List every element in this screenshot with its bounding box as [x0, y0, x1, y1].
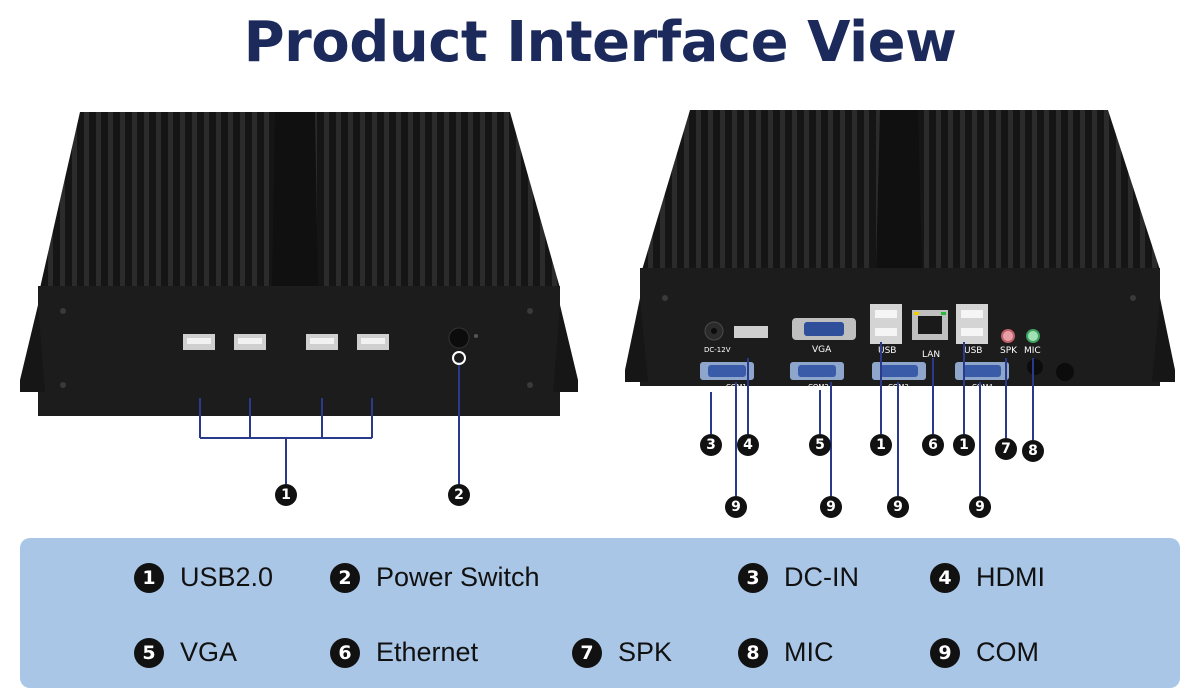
port-legend: 1 USB2.0 2 Power Switch 3 DC-IN 4 HDMI 5… [20, 538, 1180, 688]
rear-view-photo: DC-12V VGA USB LAN USB SPK MIC COM1 COM2… [600, 100, 1200, 520]
legend-number: 6 [330, 637, 360, 668]
rear-marker-dc-in: 3 [700, 434, 722, 456]
label-lan: LAN [922, 350, 940, 360]
legend-item-mic: 8 MIC [738, 637, 834, 668]
label-com2: COM2 [808, 383, 829, 391]
mic-jack [1026, 329, 1040, 343]
rear-marker-com: 9 [887, 496, 909, 518]
legend-item-spk: 7 SPK [572, 637, 672, 668]
legend-item-vga: 5 VGA [134, 637, 237, 668]
com-port [872, 362, 926, 380]
legend-label: VGA [180, 637, 238, 667]
legend-number: 5 [134, 637, 164, 668]
front-usb-port [357, 334, 389, 350]
legend-number: 1 [134, 562, 164, 593]
rear-marker-com: 9 [725, 496, 747, 518]
label-com4: COM4 [972, 383, 993, 391]
legend-number: 9 [930, 637, 960, 668]
rear-marker-hdmi: 4 [737, 434, 759, 456]
label-mic: MIC [1024, 346, 1041, 356]
rear-marker-com: 9 [820, 496, 842, 518]
front-marker-usb: 1 [275, 484, 297, 506]
label-usb-b: USB [964, 346, 982, 356]
front-usb-port [234, 334, 266, 350]
legend-item-power-switch: 2 Power Switch [330, 562, 540, 593]
spk-jack [1001, 329, 1015, 343]
front-marker-power: 2 [448, 484, 470, 506]
com-port [955, 362, 1009, 380]
label-spk: SPK [1000, 346, 1018, 356]
legend-number: 3 [738, 562, 768, 593]
legend-label: SPK [618, 637, 673, 667]
hdmi-port [734, 326, 768, 338]
legend-number: 4 [930, 562, 960, 593]
label-vga: VGA [812, 345, 832, 355]
front-usb-port [183, 334, 215, 350]
legend-item-usb: 1 USB2.0 [134, 562, 273, 593]
legend-number: 7 [572, 637, 602, 668]
rear-marker-ethernet: 6 [922, 434, 944, 456]
com-port [700, 362, 754, 380]
rear-marker-com: 9 [969, 496, 991, 518]
legend-number: 8 [738, 637, 768, 668]
legend-label: MIC [784, 637, 834, 667]
legend-number: 2 [330, 562, 360, 593]
legend-label: HDMI [976, 562, 1045, 592]
legend-label: DC-IN [784, 562, 859, 592]
rear-marker-usb-a: 1 [870, 434, 892, 456]
label-usb-a: USB [878, 346, 896, 356]
rear-marker-spk: 7 [995, 438, 1017, 460]
page-title: Product Interface View [243, 10, 957, 75]
legend-label: USB2.0 [180, 562, 274, 592]
front-view-photo [0, 100, 600, 520]
legend-item-com: 9 COM [930, 637, 1039, 668]
rear-marker-vga: 5 [809, 434, 831, 456]
rear-marker-mic: 8 [1022, 440, 1044, 462]
power-button [448, 327, 470, 349]
label-dc: DC-12V [704, 346, 731, 354]
legend-label: COM [976, 637, 1039, 667]
front-usb-port [306, 334, 338, 350]
legend-label: Ethernet [376, 637, 479, 667]
rear-marker-usb-b: 1 [953, 434, 975, 456]
legend-item-dc-in: 3 DC-IN [738, 562, 859, 593]
com-port [790, 362, 844, 380]
legend-item-ethernet: 6 Ethernet [330, 637, 478, 668]
legend-item-hdmi: 4 HDMI [930, 562, 1045, 593]
legend-label: Power Switch [376, 562, 540, 592]
